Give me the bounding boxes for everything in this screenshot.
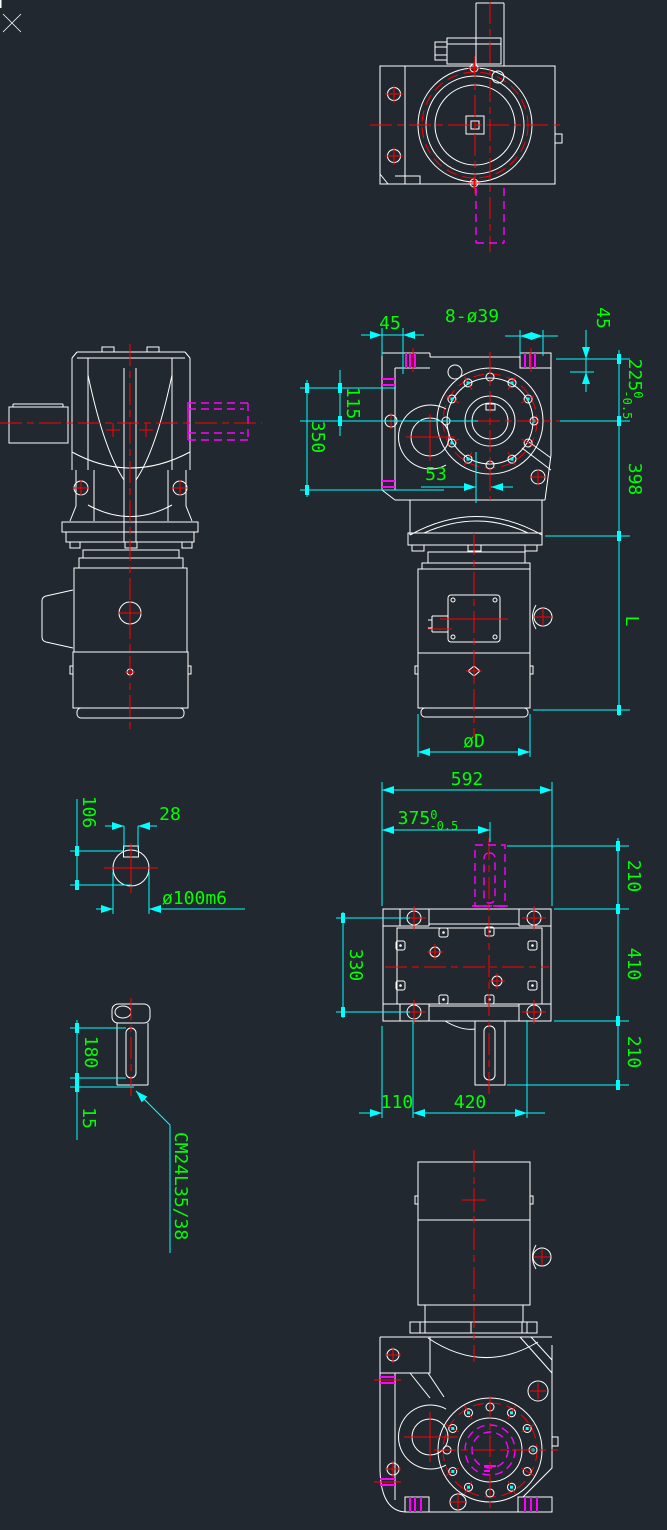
dim-chain-right[interactable]: 2250-0.5 398 L: [533, 350, 645, 716]
svg-text:330[interactable]: 330: [345, 949, 366, 982]
dim-53[interactable]: 53: [421, 452, 513, 503]
svg-text:45[interactable]: 45: [379, 313, 401, 334]
svg-text:420[interactable]: 420: [454, 1092, 487, 1113]
view-bottom[interactable]: [374, 1150, 559, 1513]
dim-phiD[interactable]: øD: [417, 714, 531, 757]
view-fan-rear[interactable]: [370, 2, 563, 252]
svg-text:115[interactable]: 115: [342, 387, 363, 420]
svg-text:øD[interactable]: øD: [463, 731, 485, 752]
svg-text:106[interactable]: 106: [78, 796, 99, 829]
dim-375[interactable]: 3750-0.5: [382, 808, 491, 842]
view-side[interactable]: [0, 344, 262, 734]
dim-330[interactable]: 330: [336, 912, 410, 1018]
svg-text:8-ø39[interactable]: 8-ø39: [445, 306, 499, 327]
dim-chain-plan-right[interactable]: 210 410 210: [507, 838, 644, 1090]
svg-text:ø100m6[interactable]: ø100m6: [162, 888, 227, 909]
svg-text:L[interactable]: L: [621, 616, 642, 627]
dim-45-right[interactable]: 45: [556, 307, 613, 392]
svg-text:3750-0.5[interactable]: 3750-0.5: [398, 808, 459, 833]
view-front[interactable]: [381, 348, 565, 737]
view-plan[interactable]: [382, 838, 552, 1097]
leader-keyway-code[interactable]: CM24L35/38: [135, 1090, 191, 1253]
dim-592[interactable]: 592: [381, 769, 553, 906]
crosshair-cursor-icon: [0, 0, 22, 33]
dim-180-15[interactable]: 180 15: [70, 1020, 134, 1140]
svg-text:45[interactable]: 45: [592, 307, 613, 329]
svg-text:350[interactable]: 350: [307, 421, 328, 454]
svg-text:210[interactable]: 210: [623, 860, 644, 893]
svg-text:28[interactable]: 28: [159, 804, 181, 825]
dim-115-350[interactable]: 115 350: [300, 370, 478, 497]
dim-45-left[interactable]: 45: [361, 313, 424, 374]
dim-28[interactable]: 28: [105, 804, 181, 849]
dim-8-holes[interactable]: 8-ø39: [445, 306, 558, 356]
dim-110-420[interactable]: 110 420: [359, 1020, 545, 1118]
svg-text:410[interactable]: 410: [623, 948, 644, 981]
face-bolt-holes[interactable]: [395, 926, 538, 1005]
svg-text:53[interactable]: 53: [425, 464, 447, 485]
svg-text:2250-0.5[interactable]: 2250-0.5: [620, 359, 645, 420]
dim-106[interactable]: 106: [70, 796, 132, 890]
svg-text:210[interactable]: 210: [623, 1036, 644, 1069]
dim-bore[interactable]: ø100m6: [96, 872, 245, 914]
svg-text:15[interactable]: 15: [78, 1107, 99, 1129]
svg-text:398[interactable]: 398: [624, 463, 645, 496]
svg-text:592[interactable]: 592: [451, 769, 484, 790]
detail-keyway[interactable]: [111, 998, 151, 1096]
svg-text:110[interactable]: 110: [381, 1092, 414, 1113]
svg-text:CM24L35/38[interactable]: CM24L35/38: [170, 1132, 191, 1240]
svg-text:180[interactable]: 180: [80, 1036, 101, 1069]
